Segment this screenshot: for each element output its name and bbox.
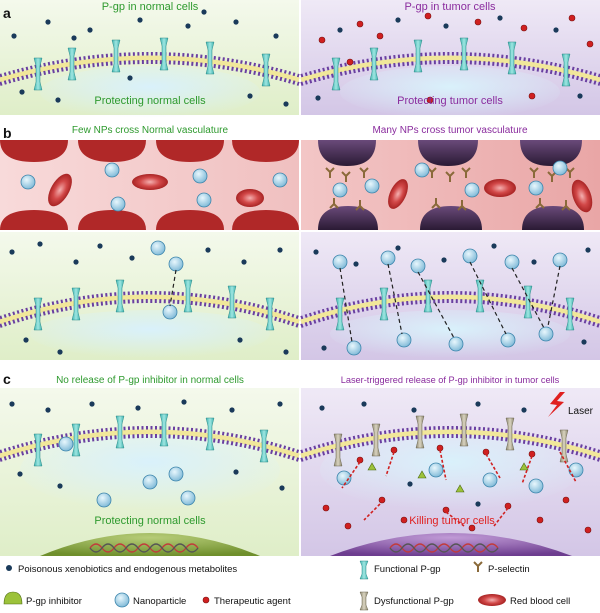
tumor-nucleus [330, 533, 572, 556]
legend-rbc: Red blood cell [510, 596, 570, 607]
panel-c-left-caption: Protecting normal cells [94, 515, 206, 527]
panel-c-left-title: No release of P-gp inhibitor in normal c… [56, 375, 244, 386]
legend-nanoparticle: Nanoparticle [133, 596, 186, 607]
legend-functional-pgp-icon [359, 560, 369, 580]
panel-b: b Few NPs cross Normal vasculature Many … [0, 125, 600, 360]
pgp-transporters-a [33, 37, 571, 91]
panel-a: a P-gp in normal cells P-gp in tumor cel… [0, 0, 600, 118]
legend-xenobiotic-icon [6, 565, 12, 571]
xenobiotic-dots-b [9, 241, 591, 355]
panel-c-right-title: Laser-triggered release of P-gp inhibito… [341, 375, 560, 385]
panel-b-right-title: Many NPs cross tumor vasculature [372, 125, 527, 136]
therapeutic-dots-c [322, 444, 592, 534]
nanoparticles-vessel [20, 160, 568, 212]
laser-bolt-icon [548, 392, 565, 417]
legend-nanoparticle-icon [114, 592, 130, 608]
legend-functional-pgp: Functional P-gp [374, 564, 441, 575]
tumor-endothelial-cells [318, 140, 584, 230]
normal-endothelial-cells [0, 140, 299, 230]
xenobiotic-dots-c [9, 399, 527, 507]
legend-xenobiotics: Poisonous xenobiotics and endogenous met… [18, 564, 237, 575]
red-blood-cells [48, 173, 593, 213]
legend-p-selectin: P-selectin [488, 564, 530, 575]
pgp-transporters-b [33, 279, 575, 331]
panel-c: Laser c No release of P-gp inhibitor in … [0, 371, 600, 556]
nanoparticles-c [58, 436, 584, 508]
legend-rbc-icon [478, 594, 506, 606]
legend-pgp-inhibitor-icon [3, 591, 23, 605]
legend-dysfunctional-pgp-icon [359, 591, 369, 611]
legend-p-selectin-icon [473, 561, 483, 572]
panel-b-label: b [3, 125, 12, 141]
legend-dysfunctional-pgp: Dysfunctional P-gp [374, 596, 454, 607]
panel-b-left-title: Few NPs cross Normal vasculature [72, 125, 229, 136]
legend-pgp-inhibitor: P-gp inhibitor [26, 596, 82, 607]
np-trajectories [169, 261, 561, 343]
panel-a-label: a [3, 5, 11, 21]
panel-a-right-title: P-gp in tumor cells [404, 1, 496, 13]
panel-a-left-title: P-gp in normal cells [102, 1, 199, 13]
laser-label: Laser [568, 406, 594, 417]
legend-therapeutic: Therapeutic agent [214, 596, 291, 607]
membrane-a-right [300, 52, 600, 86]
dna-strands [89, 543, 499, 553]
therapeutic-arrows [341, 449, 577, 527]
pgp-inhibitor-released [367, 462, 529, 493]
dysfunctional-pgp-c [333, 413, 569, 467]
legend-therapeutic-icon [202, 596, 210, 604]
panel-c-right-caption: Killing tumor cells [409, 515, 495, 527]
panel-a-right-caption: Protecting tumor cells [397, 95, 503, 107]
therapeutic-dots-a [318, 12, 594, 104]
legend: Poisonous xenobiotics and endogenous met… [3, 560, 570, 611]
p-selectin-markers [325, 167, 575, 211]
panel-c-label: c [3, 371, 11, 387]
normal-nucleus [40, 533, 260, 556]
panel-a-left-caption: Protecting normal cells [94, 95, 206, 107]
xenobiotic-dots-a [11, 9, 583, 107]
pgp-transporters-c [33, 413, 269, 467]
